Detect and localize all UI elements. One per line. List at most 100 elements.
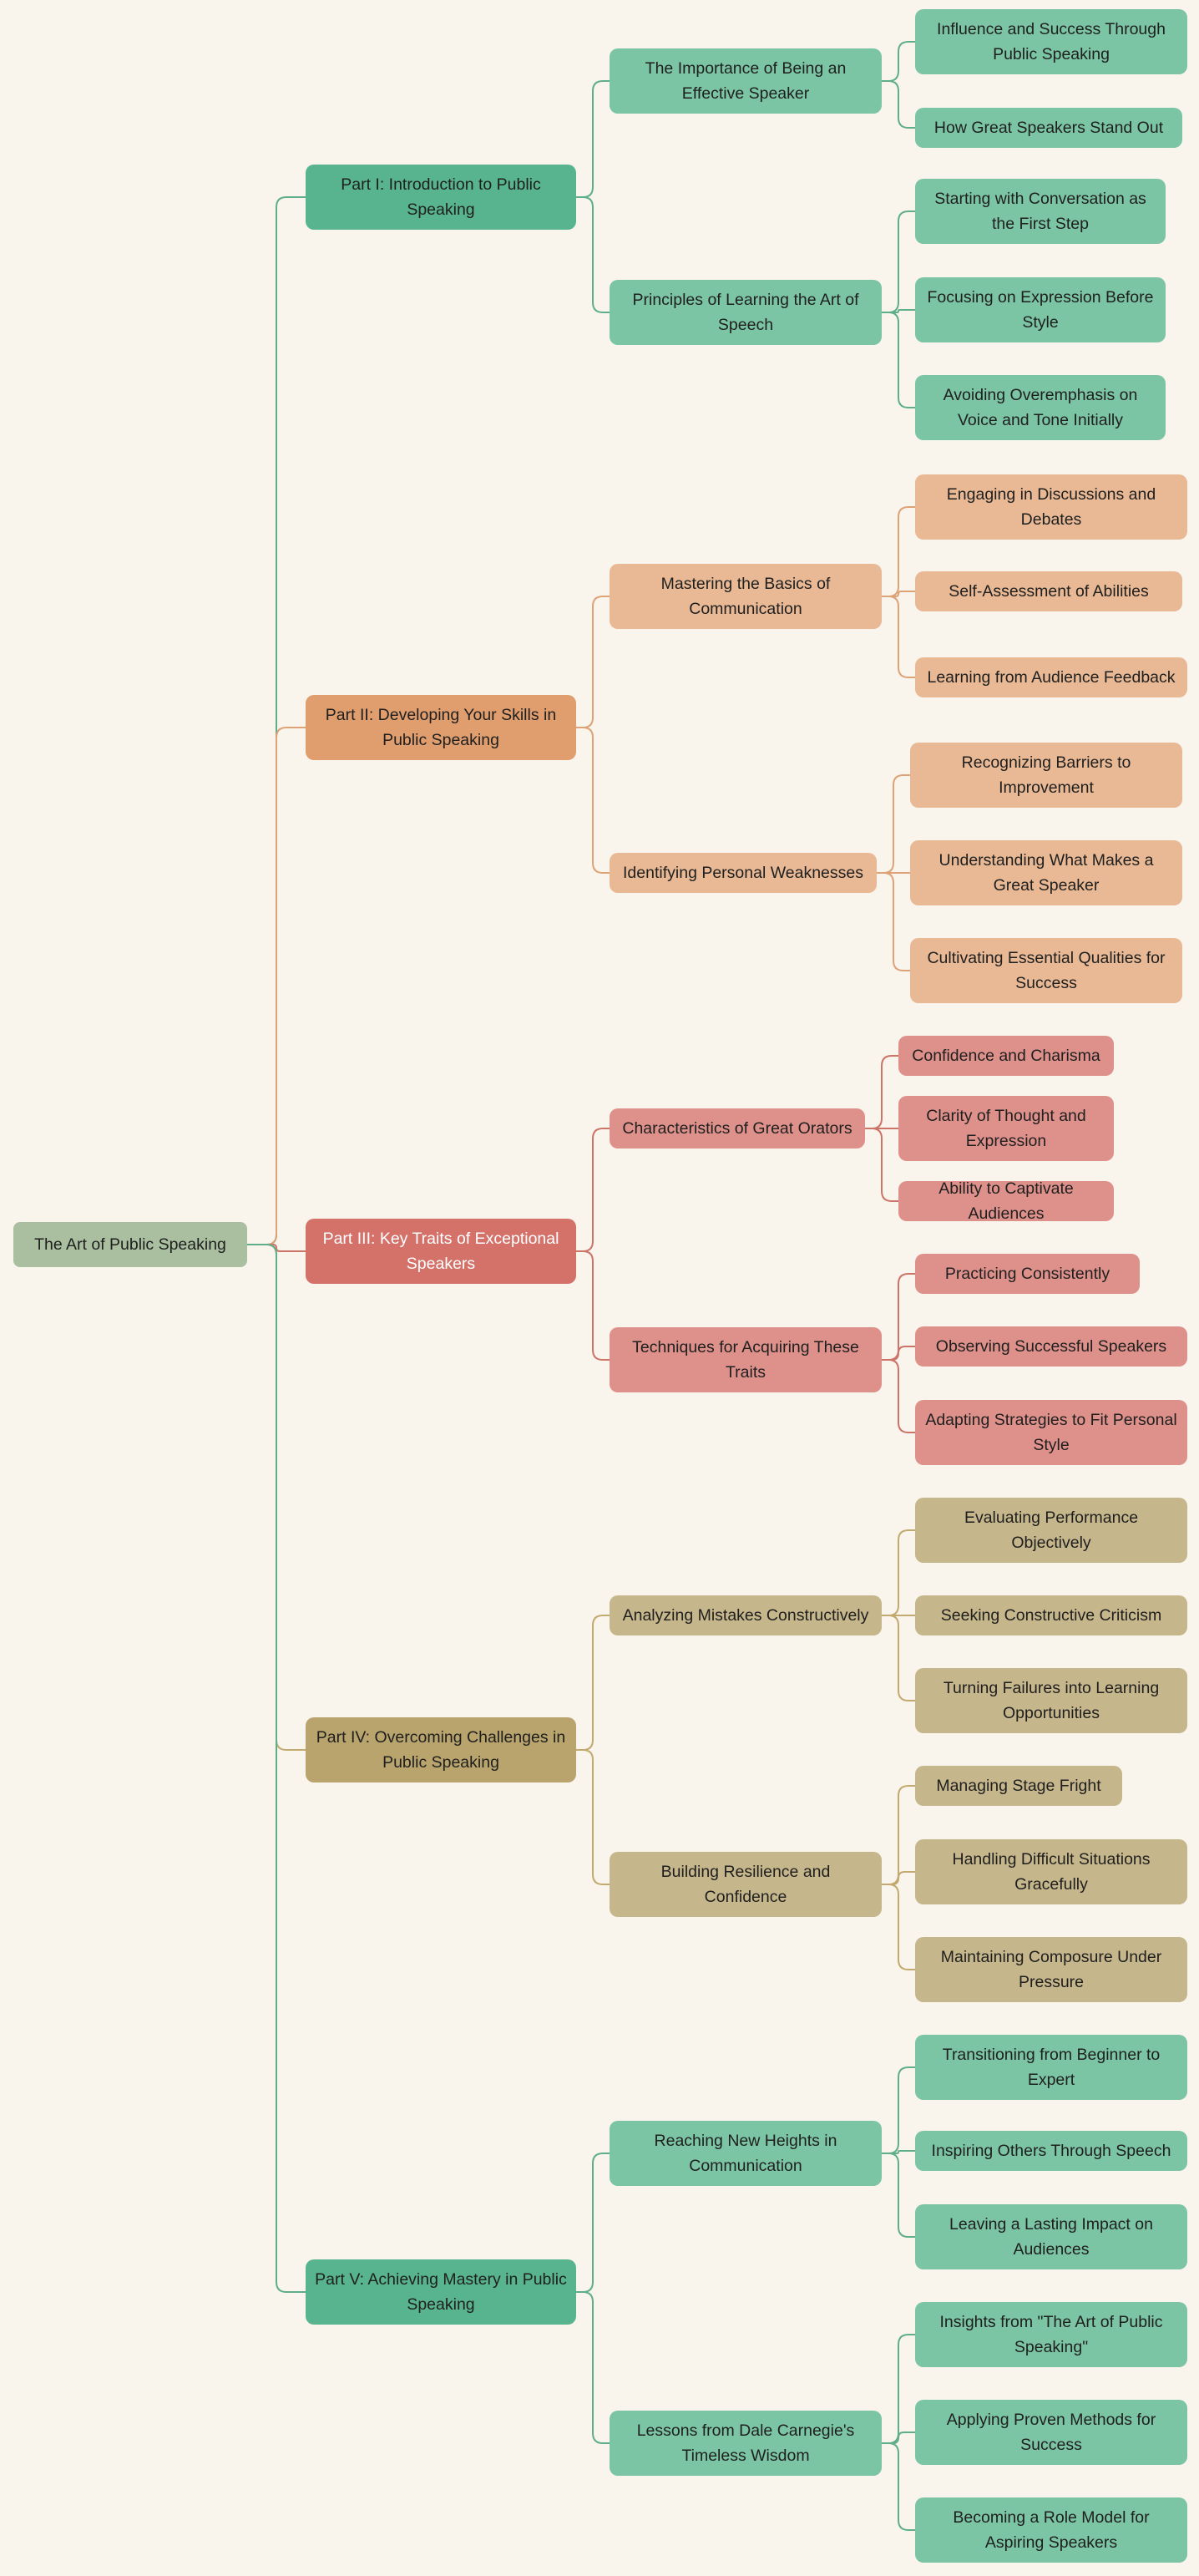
- leaf-node-cultivating-essential-qualities-for-success-label: Cultivating Essential Qualities for Succ…: [927, 949, 1166, 992]
- leaf-node-applying-proven-methods-for-success: Applying Proven Methods for Success: [915, 2400, 1187, 2465]
- leaf-node-understanding-what-makes-a-great-speaker: Understanding What Makes a Great Speaker: [910, 840, 1182, 905]
- edge-section-5-2-leaf-3: [882, 2442, 915, 2531]
- section-node-characteristics-of-great-orators: Characteristics of Great Orators: [610, 1108, 865, 1149]
- edge-section-4-2-leaf-3: [882, 1884, 915, 1970]
- section-node-reaching-new-heights-in-communication: Reaching New Heights in Communication: [610, 2121, 882, 2186]
- part-node-5: Part V: Achieving Mastery in Public Spea…: [306, 2259, 576, 2325]
- leaf-node-cultivating-essential-qualities-for-success: Cultivating Essential Qualities for Succ…: [910, 938, 1182, 1003]
- section-node-analyzing-mistakes-constructively-label: Analyzing Mistakes Constructively: [622, 1606, 869, 1625]
- leaf-node-avoiding-overemphasis-on-voice-and-tone-initiall: Avoiding Overemphasis on Voice and Tone …: [915, 375, 1166, 440]
- leaf-node-evaluating-performance-objectively: Evaluating Performance Objectively: [915, 1498, 1187, 1563]
- edge-section-2-2-leaf-1: [877, 774, 910, 874]
- leaf-node-managing-stage-fright-label: Managing Stage Fright: [936, 1777, 1101, 1795]
- leaf-node-influence-and-success-through-public-speaking: Influence and Success Through Public Spe…: [915, 9, 1187, 74]
- leaf-node-maintaining-composure-under-pressure-label: Maintaining Composure Under Pressure: [940, 1948, 1162, 1991]
- leaf-node-practicing-consistently: Practicing Consistently: [915, 1254, 1140, 1294]
- edge-part-1-section-1: [576, 80, 610, 198]
- edge-section-2-1-leaf-1: [882, 506, 915, 597]
- root-node: The Art of Public Speaking: [13, 1222, 247, 1267]
- leaf-node-transitioning-from-beginner-to-expert-label: Transitioning from Beginner to Expert: [942, 2046, 1161, 2089]
- edge-part-2-section-2: [576, 727, 610, 874]
- leaf-node-observing-successful-speakers-label: Observing Successful Speakers: [935, 1337, 1167, 1356]
- leaf-node-focusing-on-expression-before-style: Focusing on Expression Before Style: [915, 277, 1166, 342]
- leaf-node-applying-proven-methods-for-success-label: Applying Proven Methods for Success: [946, 2411, 1156, 2454]
- leaf-node-learning-from-audience-feedback-label: Learning from Audience Feedback: [927, 668, 1176, 687]
- section-node-building-resilience-and-confidence-label: Building Resilience and Confidence: [660, 1863, 831, 1906]
- section-node-building-resilience-and-confidence: Building Resilience and Confidence: [610, 1852, 882, 1917]
- part-node-3-label: Part III: Key Traits of Exceptional Spea…: [322, 1230, 559, 1273]
- section-node-principles-of-learning-the-art-of-speech: Principles of Learning the Art of Speech: [610, 280, 882, 345]
- section-node-the-importance-of-being-an-effective-speaker-label: The Importance of Being an Effective Spe…: [645, 59, 847, 103]
- edge-section-2-1-leaf-2: [882, 591, 915, 597]
- edge-section-5-2-leaf-1: [882, 2334, 915, 2444]
- edge-section-4-1-leaf-1: [882, 1529, 915, 1616]
- leaf-node-adapting-strategies-to-fit-personal-style: Adapting Strategies to Fit Personal Styl…: [915, 1400, 1187, 1465]
- edge-section-3-2-leaf-3: [882, 1359, 915, 1433]
- leaf-node-how-great-speakers-stand-out-label: How Great Speakers Stand Out: [933, 119, 1164, 137]
- edge-root-part-2: [247, 727, 306, 1245]
- edge-part-4-section-2: [576, 1749, 610, 1885]
- section-node-identifying-personal-weaknesses: Identifying Personal Weaknesses: [610, 853, 877, 893]
- section-node-characteristics-of-great-orators-label: Characteristics of Great Orators: [622, 1119, 852, 1138]
- leaf-node-evaluating-performance-objectively-label: Evaluating Performance Objectively: [964, 1509, 1139, 1552]
- leaf-node-starting-with-conversation-as-the-first-step: Starting with Conversation as the First …: [915, 179, 1166, 244]
- leaf-node-insights-from-the-art-of-public-speaking-label: Insights from "The Art of Public Speakin…: [939, 2313, 1163, 2356]
- leaf-node-confidence-and-charisma: Confidence and Charisma: [898, 1036, 1114, 1076]
- leaf-node-clarity-of-thought-and-expression-label: Clarity of Thought and Expression: [926, 1107, 1086, 1150]
- section-node-lessons-from-dale-carnegie-s-timeless-wisdom: Lessons from Dale Carnegie's Timeless Wi…: [610, 2411, 882, 2476]
- leaf-node-engaging-in-discussions-and-debates: Engaging in Discussions and Debates: [915, 474, 1187, 540]
- part-node-5-label: Part V: Achieving Mastery in Public Spea…: [315, 2270, 567, 2314]
- edge-section-1-1-leaf-2: [882, 80, 915, 129]
- edge-part-4-section-1: [576, 1615, 610, 1751]
- edge-part-2-section-1: [576, 596, 610, 728]
- section-node-techniques-for-acquiring-these-traits-label: Techniques for Acquiring These Traits: [632, 1338, 859, 1382]
- leaf-node-recognizing-barriers-to-improvement: Recognizing Barriers to Improvement: [910, 743, 1182, 808]
- leaf-node-how-great-speakers-stand-out: How Great Speakers Stand Out: [915, 108, 1182, 148]
- edge-section-4-2-leaf-1: [882, 1785, 915, 1885]
- part-node-1-label: Part I: Introduction to Public Speaking: [341, 175, 541, 219]
- section-node-mastering-the-basics-of-communication: Mastering the Basics of Communication: [610, 564, 882, 629]
- section-node-the-importance-of-being-an-effective-speaker: The Importance of Being an Effective Spe…: [610, 48, 882, 114]
- section-node-techniques-for-acquiring-these-traits: Techniques for Acquiring These Traits: [610, 1327, 882, 1392]
- part-node-2-label: Part II: Developing Your Skills in Publi…: [325, 706, 557, 749]
- edge-section-4-2-leaf-2: [882, 1871, 915, 1885]
- leaf-node-understanding-what-makes-a-great-speaker-label: Understanding What Makes a Great Speaker: [938, 851, 1154, 895]
- leaf-node-inspiring-others-through-speech-label: Inspiring Others Through Speech: [931, 2142, 1171, 2160]
- leaf-node-transitioning-from-beginner-to-expert: Transitioning from Beginner to Expert: [915, 2035, 1187, 2100]
- leaf-node-confidence-and-charisma-label: Confidence and Charisma: [912, 1047, 1100, 1065]
- section-node-principles-of-learning-the-art-of-speech-label: Principles of Learning the Art of Speech: [632, 291, 859, 334]
- leaf-node-insights-from-the-art-of-public-speaking: Insights from "The Art of Public Speakin…: [915, 2302, 1187, 2367]
- edge-section-4-1-leaf-3: [882, 1615, 915, 1701]
- edge-section-3-2-leaf-2: [882, 1346, 915, 1361]
- leaf-node-seeking-constructive-criticism-label: Seeking Constructive Criticism: [940, 1606, 1162, 1625]
- edge-section-1-2-leaf-1: [882, 210, 915, 313]
- part-node-2: Part II: Developing Your Skills in Publi…: [306, 695, 576, 760]
- section-node-analyzing-mistakes-constructively: Analyzing Mistakes Constructively: [610, 1595, 882, 1635]
- leaf-node-becoming-a-role-model-for-aspiring-speakers: Becoming a Role Model for Aspiring Speak…: [915, 2497, 1187, 2563]
- edge-section-1-2-leaf-2: [882, 309, 915, 313]
- edge-section-5-1-leaf-2: [882, 2150, 915, 2154]
- edge-section-5-2-leaf-2: [882, 2431, 915, 2444]
- leaf-node-handling-difficult-situations-gracefully: Handling Difficult Situations Gracefully: [915, 1839, 1187, 1904]
- section-node-lessons-from-dale-carnegie-s-timeless-wisdom-label: Lessons from Dale Carnegie's Timeless Wi…: [636, 2421, 855, 2465]
- leaf-node-clarity-of-thought-and-expression: Clarity of Thought and Expression: [898, 1096, 1114, 1161]
- leaf-node-focusing-on-expression-before-style-label: Focusing on Expression Before Style: [927, 288, 1154, 332]
- leaf-node-self-assessment-of-abilities: Self-Assessment of Abilities: [915, 571, 1182, 611]
- edge-section-2-2-leaf-3: [877, 872, 910, 971]
- edge-part-5-section-2: [576, 2291, 610, 2444]
- edge-section-1-1-leaf-1: [882, 41, 915, 82]
- edge-section-3-1-leaf-1: [865, 1055, 898, 1129]
- leaf-node-avoiding-overemphasis-on-voice-and-tone-initiall-label: Avoiding Overemphasis on Voice and Tone …: [943, 386, 1138, 429]
- edge-part-3-section-1: [576, 1128, 610, 1252]
- leaf-node-ability-to-captivate-audiences-label: Ability to Captivate Audiences: [938, 1179, 1074, 1223]
- edge-section-2-1-leaf-3: [882, 596, 915, 678]
- leaf-node-learning-from-audience-feedback: Learning from Audience Feedback: [915, 657, 1187, 697]
- edge-part-1-section-2: [576, 196, 610, 313]
- leaf-node-adapting-strategies-to-fit-personal-style-label: Adapting Strategies to Fit Personal Styl…: [925, 1411, 1177, 1454]
- leaf-node-practicing-consistently-label: Practicing Consistently: [944, 1265, 1110, 1283]
- root-node-label: The Art of Public Speaking: [34, 1235, 226, 1254]
- leaf-node-seeking-constructive-criticism: Seeking Constructive Criticism: [915, 1595, 1187, 1635]
- edge-root-part-3: [247, 1244, 306, 1252]
